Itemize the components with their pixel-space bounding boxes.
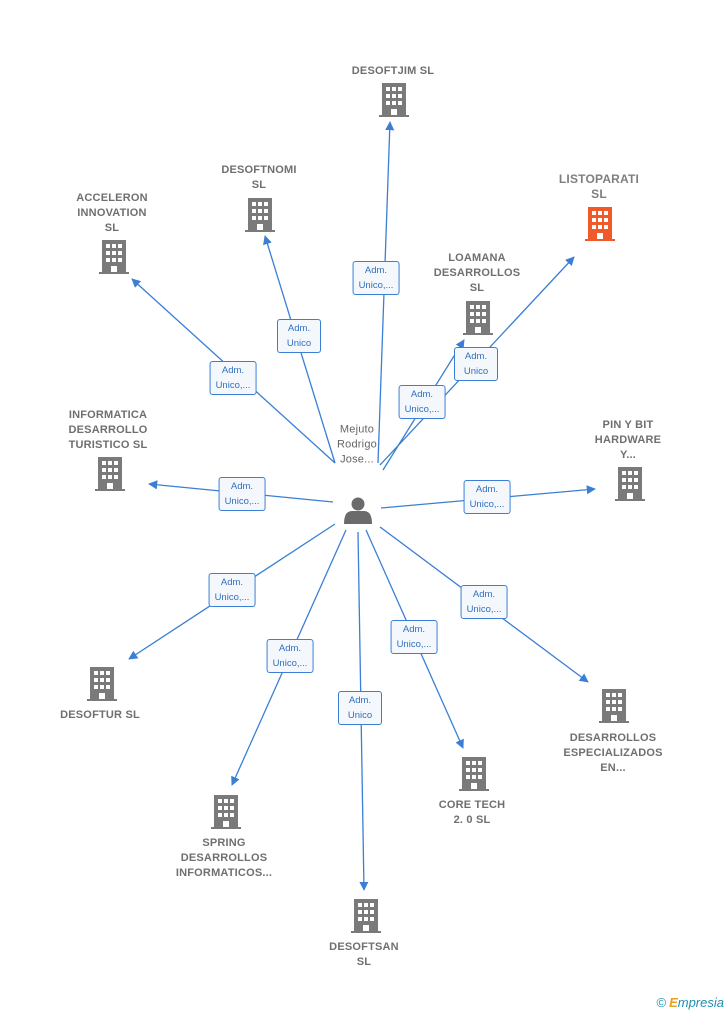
building-icon[interactable] [351, 899, 381, 933]
building-icon[interactable] [463, 301, 493, 335]
role-badge-informatica[interactable]: Adm. Unico,... [218, 477, 266, 511]
role-badge-desoftur[interactable]: Adm. Unico,... [208, 573, 256, 607]
company-label-desoftsan[interactable]: DESOFTSAN SL [329, 941, 399, 968]
brand-footer: ©Empresia [656, 995, 724, 1010]
building-icon[interactable] [599, 689, 629, 723]
company-label-coretech[interactable]: CORE TECH 2. 0 SL [438, 799, 506, 826]
company-label-informatica[interactable]: INFORMATICA DESARROLLO TURISTICO SL [68, 409, 148, 451]
company-label-listoparati[interactable]: LISTOPARATI SL [558, 172, 640, 201]
company-label-acceleron[interactable]: ACCELERON INNOVATION SL [76, 192, 148, 234]
person-label[interactable]: Mejuto Rodrigo Jose... [337, 423, 377, 466]
empresia-logo-text: mpresia [677, 995, 724, 1010]
role-badge-desoftjim[interactable]: Adm. Unico,... [352, 261, 400, 295]
building-icon[interactable] [379, 83, 409, 117]
empresia-logo-initial: E [669, 995, 678, 1010]
company-label-desoftjim[interactable]: DESOFTJIM SL [351, 65, 435, 77]
role-badge-desoftsan[interactable]: Adm. Unico [338, 691, 382, 725]
role-badge-spring[interactable]: Adm. Unico,... [266, 639, 314, 673]
building-icon[interactable] [245, 198, 275, 232]
building-icon[interactable] [615, 467, 645, 501]
company-label-desoftur[interactable]: DESOFTUR SL [60, 709, 140, 721]
role-badge-coretech[interactable]: Adm. Unico,... [390, 620, 438, 654]
copyright-icon: © [656, 995, 667, 1010]
company-label-desoftnomi[interactable]: DESOFTNOMI SL [221, 164, 297, 191]
person-icon[interactable] [344, 497, 372, 525]
company-label-pinybit[interactable]: PIN Y BIT HARDWARE Y... [594, 419, 662, 461]
role-badge-desoftnomi[interactable]: Adm. Unico [277, 319, 321, 353]
role-badge-acceleron[interactable]: Adm. Unico,... [209, 361, 257, 395]
building-icon[interactable] [585, 207, 615, 241]
role-badge-listoparati[interactable]: Adm. Unico [454, 347, 498, 381]
company-label-spring[interactable]: SPRING DESARROLLOS INFORMATICOS... [175, 837, 273, 879]
building-icon[interactable] [95, 457, 125, 491]
building-icon[interactable] [99, 240, 129, 274]
role-badge-pinybit[interactable]: Adm. Unico,... [463, 480, 511, 514]
building-icon[interactable] [211, 795, 241, 829]
company-label-loamana[interactable]: LOAMANA DESARROLLOS SL [433, 252, 521, 294]
company-label-desarrollosesp[interactable]: DESARROLLOS ESPECIALIZADOS EN... [563, 732, 663, 774]
role-badge-desarrollosesp[interactable]: Adm. Unico,... [460, 585, 508, 619]
building-icon[interactable] [87, 667, 117, 701]
role-badge-loamana[interactable]: Adm. Unico,... [398, 385, 446, 419]
building-icon[interactable] [459, 757, 489, 791]
